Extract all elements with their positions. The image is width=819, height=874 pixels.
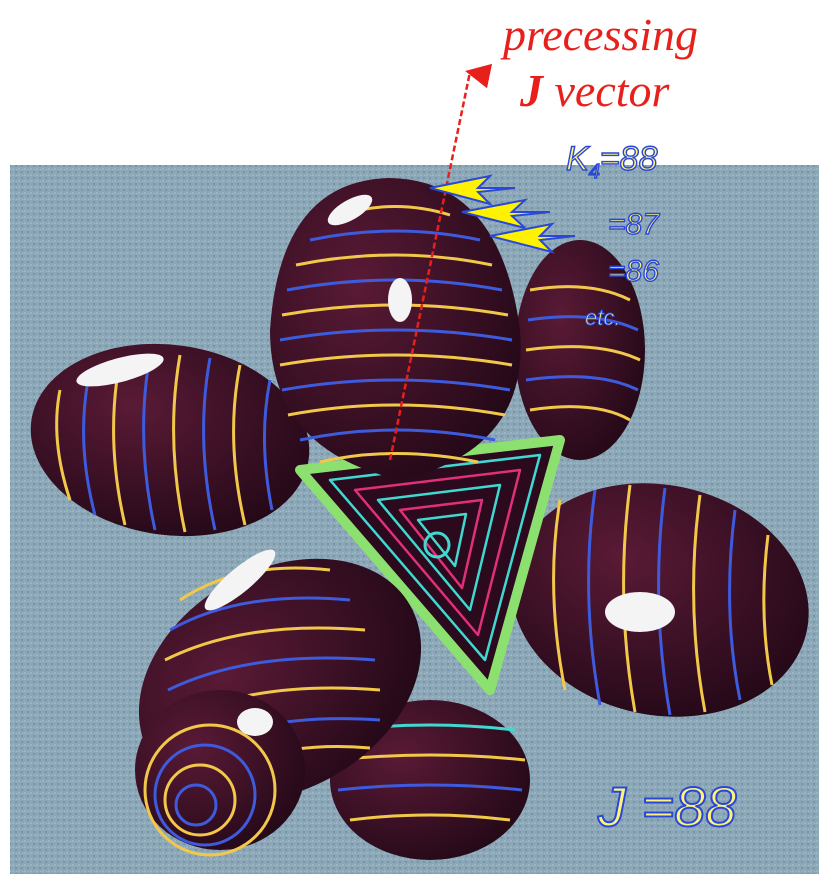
etc-label: etc. — [585, 305, 620, 331]
k86-label: =86 — [608, 255, 659, 289]
j-value-label: J =88 — [598, 774, 737, 839]
vector-word: vector — [555, 65, 670, 116]
k4-subscript: 4 — [589, 161, 600, 183]
k4-value: =88 — [600, 140, 658, 178]
k87-label: =87 — [608, 208, 659, 242]
k4-label: K4=88 — [566, 140, 658, 184]
title-line1: precessing — [503, 8, 698, 61]
j-symbol: J — [520, 65, 543, 116]
k4-symbol: K — [566, 140, 589, 178]
title-line2: J vector — [520, 64, 669, 117]
